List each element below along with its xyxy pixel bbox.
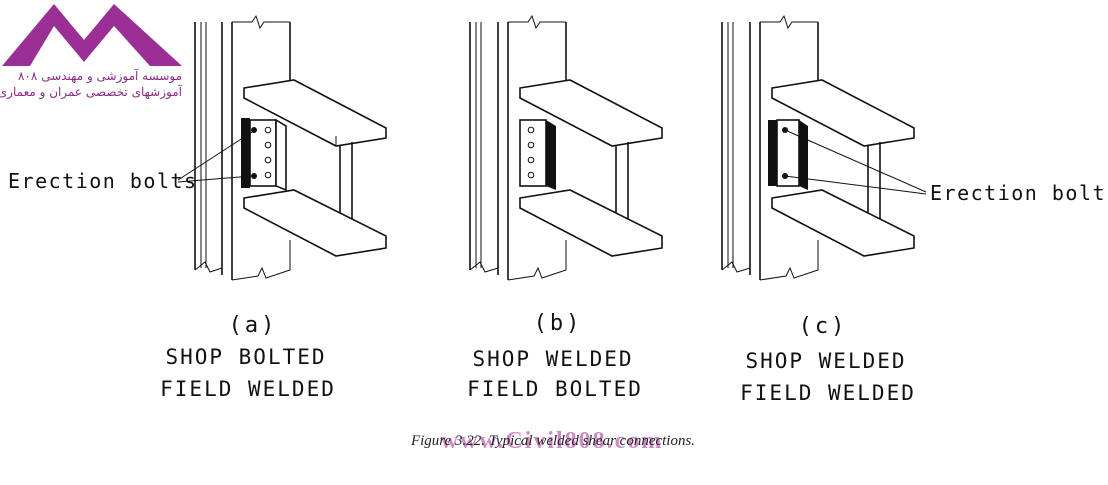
panel-c-letter: (c): [799, 314, 848, 339]
watermark: www.Civil808.com: [441, 428, 664, 454]
callout-left-label: Erection bolts: [8, 169, 198, 193]
panel-b-letter: (b): [534, 311, 583, 336]
panel-b-drawing: [469, 14, 663, 281]
callout-left-line-2: [177, 175, 253, 183]
panel-b-line1: SHOP WELDED: [472, 347, 633, 371]
logo: موسسه آموزشی و مهندسی ۸۰۸ آموزشهای تخصصی…: [0, 4, 183, 100]
panel-c-line2: FIELD WELDED: [740, 381, 916, 405]
panel-c-drawing: [721, 14, 915, 281]
callout-right-line-1: [784, 129, 927, 193]
callout-left-line-1: [177, 131, 253, 181]
panel-a-line1: SHOP BOLTED: [165, 345, 326, 369]
panel-a-letter: (a): [229, 313, 278, 338]
logo-line2: آموزشهای تخصصی عمران و معماری: [0, 84, 183, 100]
logo-line1: موسسه آموزشی و مهندسی ۸۰۸: [18, 68, 182, 84]
panel-c-line1: SHOP WELDED: [745, 349, 906, 373]
panel-b-line2: FIELD BOLTED: [467, 377, 643, 401]
figure-caption: Figure 3.22. Typical welded shear connec…: [410, 433, 695, 449]
panel-a-line2: FIELD WELDED: [160, 377, 336, 401]
callout-right-label: Erection bolts: [930, 181, 1108, 205]
panel-a-drawing: [194, 14, 387, 281]
logo-mark: [2, 4, 182, 66]
callout-right-line-2: [784, 175, 927, 195]
